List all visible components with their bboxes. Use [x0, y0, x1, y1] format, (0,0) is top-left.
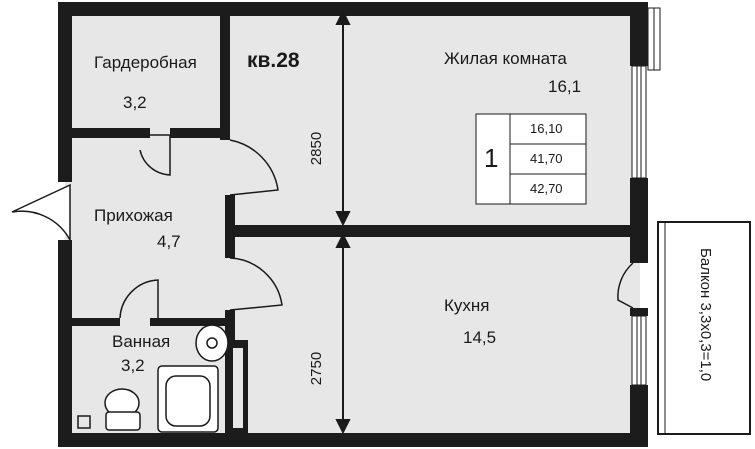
room-name-hallway: Прихожая [94, 206, 173, 225]
entrance-door-swing [11, 183, 71, 241]
outer-walls [58, 2, 648, 447]
info-value-living-area: 16,10 [530, 121, 563, 136]
balcony [657, 221, 751, 435]
living-door-swing [229, 139, 279, 196]
bath-door-swing [119, 279, 159, 319]
bath-fixtures [77, 324, 229, 433]
windows [631, 7, 661, 386]
dimension-label-upper: 2850 [308, 131, 326, 166]
room-name-wardrobe: Гардеробная [94, 53, 197, 72]
floor-area [65, 10, 640, 435]
room-name-kitchen: Кухня [444, 296, 490, 315]
balcony-door-swing [617, 262, 634, 309]
room-area-wardrobe: 3,2 [123, 93, 147, 112]
shaft-inner [233, 348, 243, 428]
room-area-kitchen: 14,5 [463, 328, 497, 347]
info-box [475, 113, 587, 205]
room-area-living: 16,1 [548, 77, 582, 96]
apartment-label: кв.28 [247, 49, 300, 72]
room-name-living: Жилая комната [444, 49, 567, 68]
dimension-lines [335, 9, 351, 435]
balcony-label: Балкон 3,3х0,3=1,0 [697, 248, 714, 382]
dimension-label-lower: 2750 [308, 351, 326, 386]
room-area-bathroom: 3,2 [121, 356, 145, 375]
kitchen-door-swing [229, 257, 283, 311]
info-value-total-area: 42,70 [530, 181, 563, 196]
room-name-bathroom: Ванная [112, 332, 171, 351]
doors [11, 134, 634, 319]
info-rooms-count: 1 [484, 143, 499, 173]
info-value-area: 41,70 [530, 151, 563, 166]
wardrobe-door-swing [139, 134, 171, 176]
room-area-hallway: 4,7 [157, 232, 181, 251]
